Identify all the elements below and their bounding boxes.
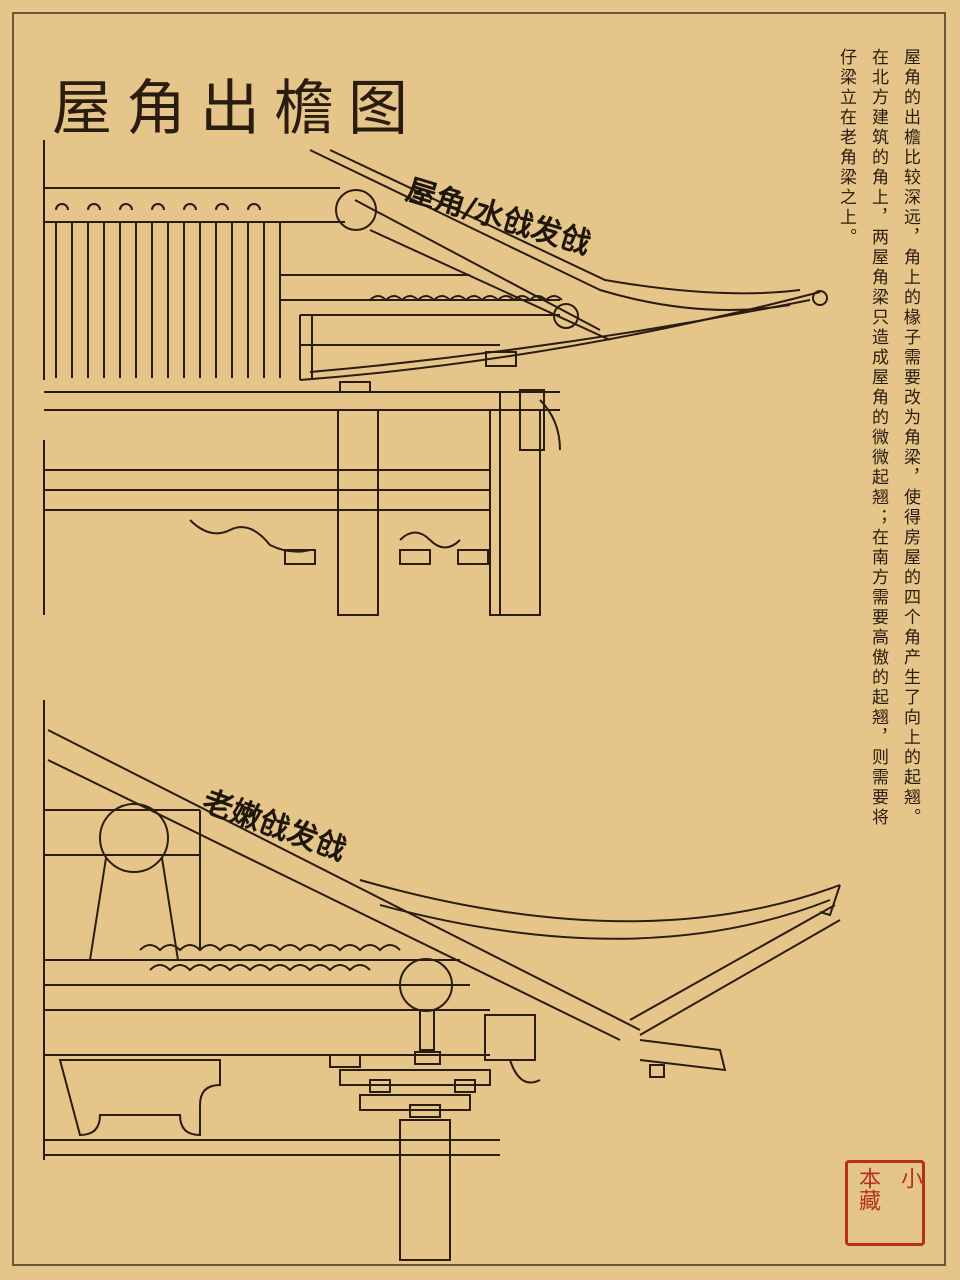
rafter-slats	[44, 187, 300, 378]
page-title: 屋角出檐图	[52, 74, 422, 144]
bottom-eave-drawing	[43, 700, 841, 1261]
top-eave-drawing	[43, 140, 828, 616]
seal-line-2: 本藏	[855, 1167, 880, 1211]
description-column-1: 屋角的出檐比较深远，角上的椽子需要改为角梁，使得房屋的四个角产生了向上的起翘。	[900, 48, 920, 828]
description-column-2: 在北方建筑的角上，两屋角梁只造成屋角的微微起翘；在南方需要高傲的起翘，则需要将	[868, 48, 888, 828]
red-seal-stamp: 小 本藏	[845, 1160, 925, 1246]
description-column-3: 仔梁立在老角梁之上。	[836, 48, 856, 248]
page-frame	[12, 12, 946, 1266]
seal-line-1: 小	[897, 1167, 922, 1189]
